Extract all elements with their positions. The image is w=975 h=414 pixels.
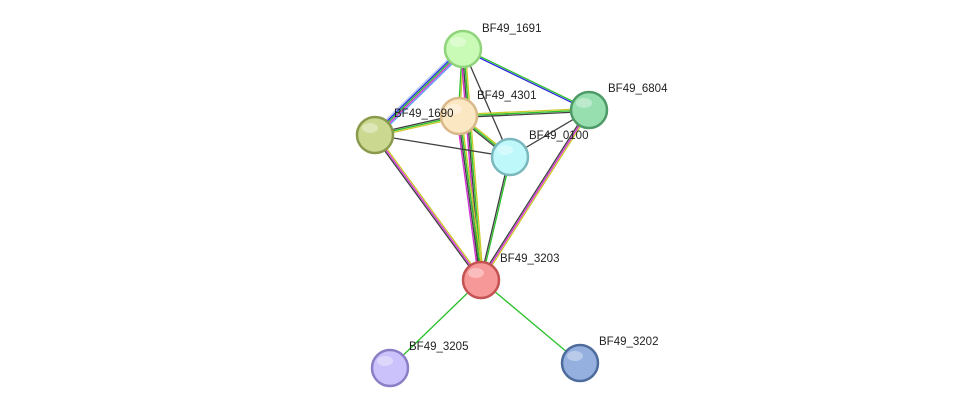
edge-line xyxy=(479,108,589,280)
node-BF49_0100[interactable]: BF49_0100 xyxy=(490,130,588,177)
node-highlight xyxy=(576,98,592,108)
edge-BF49_1691-BF49_6804[interactable] xyxy=(462,47,590,112)
edge-line xyxy=(458,107,589,116)
edge-line xyxy=(481,110,591,282)
node-BF49_3203[interactable]: BF49_3203 xyxy=(461,253,559,300)
node-highlight xyxy=(446,104,462,114)
edge-line xyxy=(460,115,484,280)
edge-line xyxy=(376,50,466,138)
node-circle[interactable] xyxy=(370,348,410,388)
edge-BF49_4301-BF49_3203[interactable] xyxy=(456,115,484,281)
node-label: BF49_0100 xyxy=(529,130,588,142)
edge-line xyxy=(479,156,510,280)
node-label: BF49_1691 xyxy=(482,23,541,35)
edge-line xyxy=(374,134,482,281)
node-circle[interactable] xyxy=(355,115,395,155)
node-circle[interactable] xyxy=(461,260,501,300)
edge-line xyxy=(481,157,512,281)
edge-line xyxy=(457,116,481,281)
edge-line xyxy=(389,279,482,369)
node-BF49_4301[interactable]: BF49_4301 xyxy=(439,90,536,136)
edge-BF49_3203-BF49_3202[interactable] xyxy=(480,279,581,364)
edge-line xyxy=(462,49,589,112)
edge-line xyxy=(480,109,590,281)
node-highlight xyxy=(497,145,513,155)
node-highlight xyxy=(377,356,393,366)
node-highlight xyxy=(567,351,583,361)
edge-line xyxy=(374,134,511,158)
edge-line xyxy=(456,116,480,281)
edge-line xyxy=(480,279,581,364)
node-circle[interactable] xyxy=(490,137,530,177)
edge-BF49_1690-BF49_3203[interactable] xyxy=(373,133,483,282)
edge-BF49_6804-BF49_3203[interactable] xyxy=(479,108,591,282)
node-label: BF49_3205 xyxy=(409,341,468,353)
edge-line xyxy=(373,47,463,135)
node-label: BF49_6804 xyxy=(608,83,668,95)
edge-BF49_1691-BF49_0100[interactable] xyxy=(462,48,511,158)
edge-line xyxy=(464,48,484,280)
edge-line xyxy=(458,109,590,117)
node-highlight xyxy=(450,37,466,47)
node-label: BF49_4301 xyxy=(477,90,536,102)
node-label: BF49_1690 xyxy=(394,108,453,120)
node-circle[interactable] xyxy=(569,90,609,130)
edge-line xyxy=(374,48,464,136)
node-BF49_3205[interactable]: BF49_3205 xyxy=(370,341,468,388)
node-label: BF49_3203 xyxy=(500,253,559,265)
node-label: BF49_3202 xyxy=(599,336,658,348)
node-circle[interactable] xyxy=(560,343,600,383)
node-BF49_6804[interactable]: BF49_6804 xyxy=(569,83,668,130)
edge-BF49_1691-BF49_1690[interactable] xyxy=(372,46,466,138)
edge-line xyxy=(459,110,590,119)
edge-line xyxy=(463,47,590,110)
node-highlight xyxy=(468,268,484,278)
edge-BF49_0100-BF49_3203[interactable] xyxy=(479,156,512,281)
edge-line xyxy=(373,135,481,282)
node-BF49_3202[interactable]: BF49_3202 xyxy=(560,336,658,383)
edge-BF49_3203-BF49_3205[interactable] xyxy=(389,279,482,369)
node-BF49_1691[interactable]: BF49_1691 xyxy=(443,23,541,69)
node-circle[interactable] xyxy=(439,96,479,136)
node-circle[interactable] xyxy=(443,29,483,69)
edge-line xyxy=(459,115,483,280)
edge-line xyxy=(462,48,511,158)
edge-BF49_4301-BF49_6804[interactable] xyxy=(458,107,590,119)
edge-line xyxy=(375,49,465,137)
edge-line xyxy=(372,46,462,134)
edge-BF49_1690-BF49_0100[interactable] xyxy=(374,134,511,158)
edge-line xyxy=(375,133,483,280)
node-BF49_1690[interactable]: BF49_1690 xyxy=(355,108,453,155)
node-highlight xyxy=(362,123,378,133)
